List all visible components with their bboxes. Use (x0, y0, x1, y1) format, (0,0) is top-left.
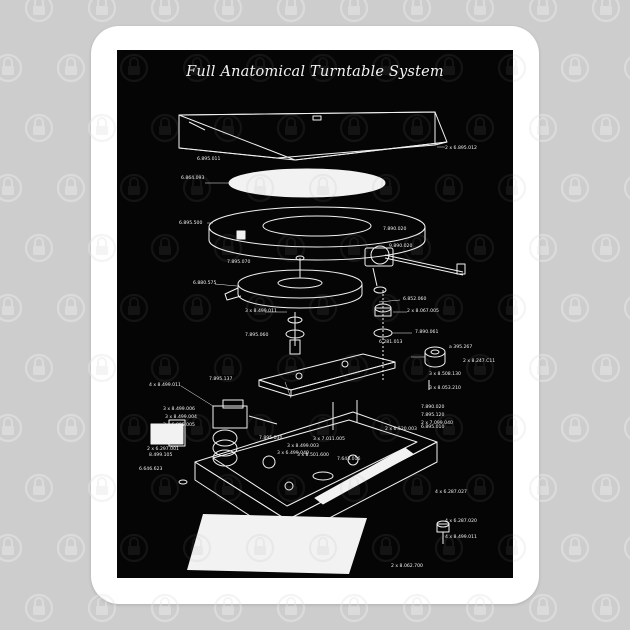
poster-title: Full Anatomical Turntable System (186, 64, 444, 80)
lock-icon (0, 173, 23, 203)
sub-platter (224, 255, 363, 309)
lock-icon (87, 0, 117, 23)
dust-cover (178, 111, 448, 161)
platter (208, 206, 426, 261)
lock-icon (560, 173, 590, 203)
lock-icon (24, 353, 54, 383)
lock-icon (24, 0, 54, 23)
turntable-exploded-diagram: 6.895.011 2 x 6.895.012 6.864.093 6.895.500… (139, 111, 495, 574)
lock-icon (560, 413, 590, 443)
lock-icon (560, 533, 590, 563)
lock-icon (0, 533, 23, 563)
part-number-label: 3 x 8.508.130 (429, 371, 461, 377)
lock-icon (528, 353, 558, 383)
part-number-label: 9.890.020 (389, 243, 412, 249)
lock-icon (276, 0, 306, 23)
lock-icon (528, 113, 558, 143)
lock-icon (56, 173, 86, 203)
lock-icon (339, 0, 369, 23)
part-number-label: 3 x 8.501.600 (297, 452, 329, 458)
part-number-label: 6.895.500 (179, 220, 202, 226)
lock-icon (56, 533, 86, 563)
part-number-label: 3 x 8.499.011 (245, 308, 277, 314)
tonearm (364, 245, 466, 294)
part-number-label: 2 x 6.520.003 (385, 426, 417, 432)
lock-icon (623, 416, 630, 440)
chassis (194, 400, 438, 541)
part-number-label: 2 x 8.067.005 (407, 308, 439, 314)
part-number-label: a 395.267 (449, 344, 472, 350)
part-number-label: 3 x 6.499.040 (277, 450, 309, 456)
part-number-label: 7.890.061 (415, 329, 438, 335)
part-number-label: 6.880.575 (193, 280, 216, 286)
lock-icon (402, 0, 432, 23)
lock-icon (591, 593, 621, 623)
part-number-label: 2 x 6.297.001 (147, 446, 179, 452)
lock-icon (623, 536, 630, 560)
lock-icon (591, 233, 621, 263)
part-number-label: 7.890.020 (383, 226, 406, 232)
part-number-label: 3 x 8.499.003 (287, 443, 319, 449)
lock-icon (24, 473, 54, 503)
lock-icon (56, 293, 86, 323)
base-plate (187, 514, 367, 574)
lock-icon (24, 233, 54, 263)
part-number-label: 3 x 8.499.004 (165, 414, 197, 420)
lock-icon (150, 0, 180, 23)
part-number-label: 2 x 6.895.012 (445, 145, 477, 151)
part-number-label: 6.895.011 (197, 156, 220, 162)
part-number-label: 3 x 7.011.005 (313, 436, 345, 442)
right-small-parts (424, 346, 446, 390)
part-number-label: 2 x 7.099.040 (421, 420, 453, 426)
part-number-label: 7.895.137 (209, 376, 232, 382)
lock-icon (465, 0, 495, 23)
lock-icon (56, 413, 86, 443)
part-number-label: 4 x 8.499.011 (149, 382, 181, 388)
lock-icon (528, 0, 558, 23)
part-number-label: 3 x 8.499.006 (163, 406, 195, 412)
lock-icon (560, 293, 590, 323)
lock-icon (24, 113, 54, 143)
part-number-label: 2 x 8.247.C11 (463, 358, 495, 364)
lock-icon (24, 593, 54, 623)
feet (178, 479, 450, 544)
lock-icon (623, 56, 630, 80)
lock-icon (0, 53, 23, 83)
part-number-label: 6.281.013 (379, 339, 402, 345)
part-number-label: 4 x 8.499.011 (445, 534, 477, 540)
part-number-label: 6.852.060 (403, 296, 426, 302)
bearing (285, 312, 305, 355)
motor-assembly (150, 399, 278, 467)
part-number-label: 4 x 6.287.020 (445, 518, 477, 524)
lock-icon (213, 0, 243, 23)
lock-icon (591, 113, 621, 143)
part-number-label: 3 x 6.895.005 (163, 422, 195, 428)
lock-icon (56, 53, 86, 83)
part-number-label: 7.890.020 (421, 404, 444, 410)
part-number-label: 4 x 6.287.027 (435, 489, 467, 495)
part-number-label: 3 x 8.053.210 (429, 385, 461, 391)
lock-icon (0, 413, 23, 443)
part-number-label: 7.895.030 (259, 435, 282, 441)
part-number-label: 6.895.010 (421, 424, 444, 430)
part-number-label: 6.864.093 (181, 175, 204, 181)
top-plate (258, 353, 396, 397)
lock-icon (591, 473, 621, 503)
lock-icon (0, 293, 23, 323)
lock-icon (623, 296, 630, 320)
lock-icon (560, 53, 590, 83)
part-number-label: 7.895.070 (227, 259, 250, 265)
part-number-label: 7.895.120 (421, 412, 444, 418)
part-number-label: 6.646.623 (139, 466, 162, 472)
part-number-label: 7.895.060 (245, 332, 268, 338)
lock-icon (528, 593, 558, 623)
part-number-label: 2 x 8.062.700 (391, 563, 423, 569)
lock-icon (591, 353, 621, 383)
poster: 6.895.011 2 x 6.895.012 6.864.093 6.895.500… (117, 50, 513, 578)
part-number-label: 7.643.016 (337, 456, 360, 462)
lock-icon (623, 176, 630, 200)
part-number-label: 8.499.105 (149, 452, 172, 458)
platter-mat (228, 168, 386, 198)
lock-icon (591, 0, 621, 23)
